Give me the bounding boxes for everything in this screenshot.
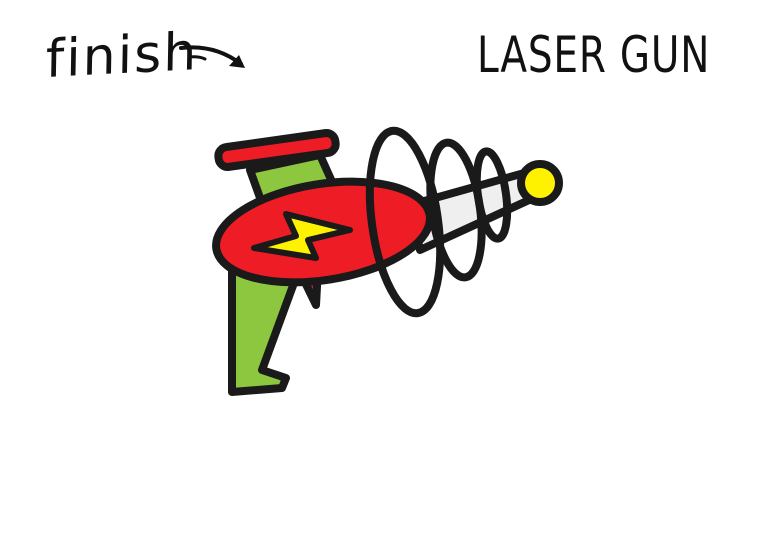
page-title: LASER GUN [477,26,711,84]
ring-3 [472,147,512,243]
lightning-bolt-icon [251,211,353,261]
curved-arrow-icon [179,45,245,68]
tip-ball [517,160,563,206]
top-bar [214,129,340,171]
ring-1 [365,126,445,318]
grip [228,264,302,396]
